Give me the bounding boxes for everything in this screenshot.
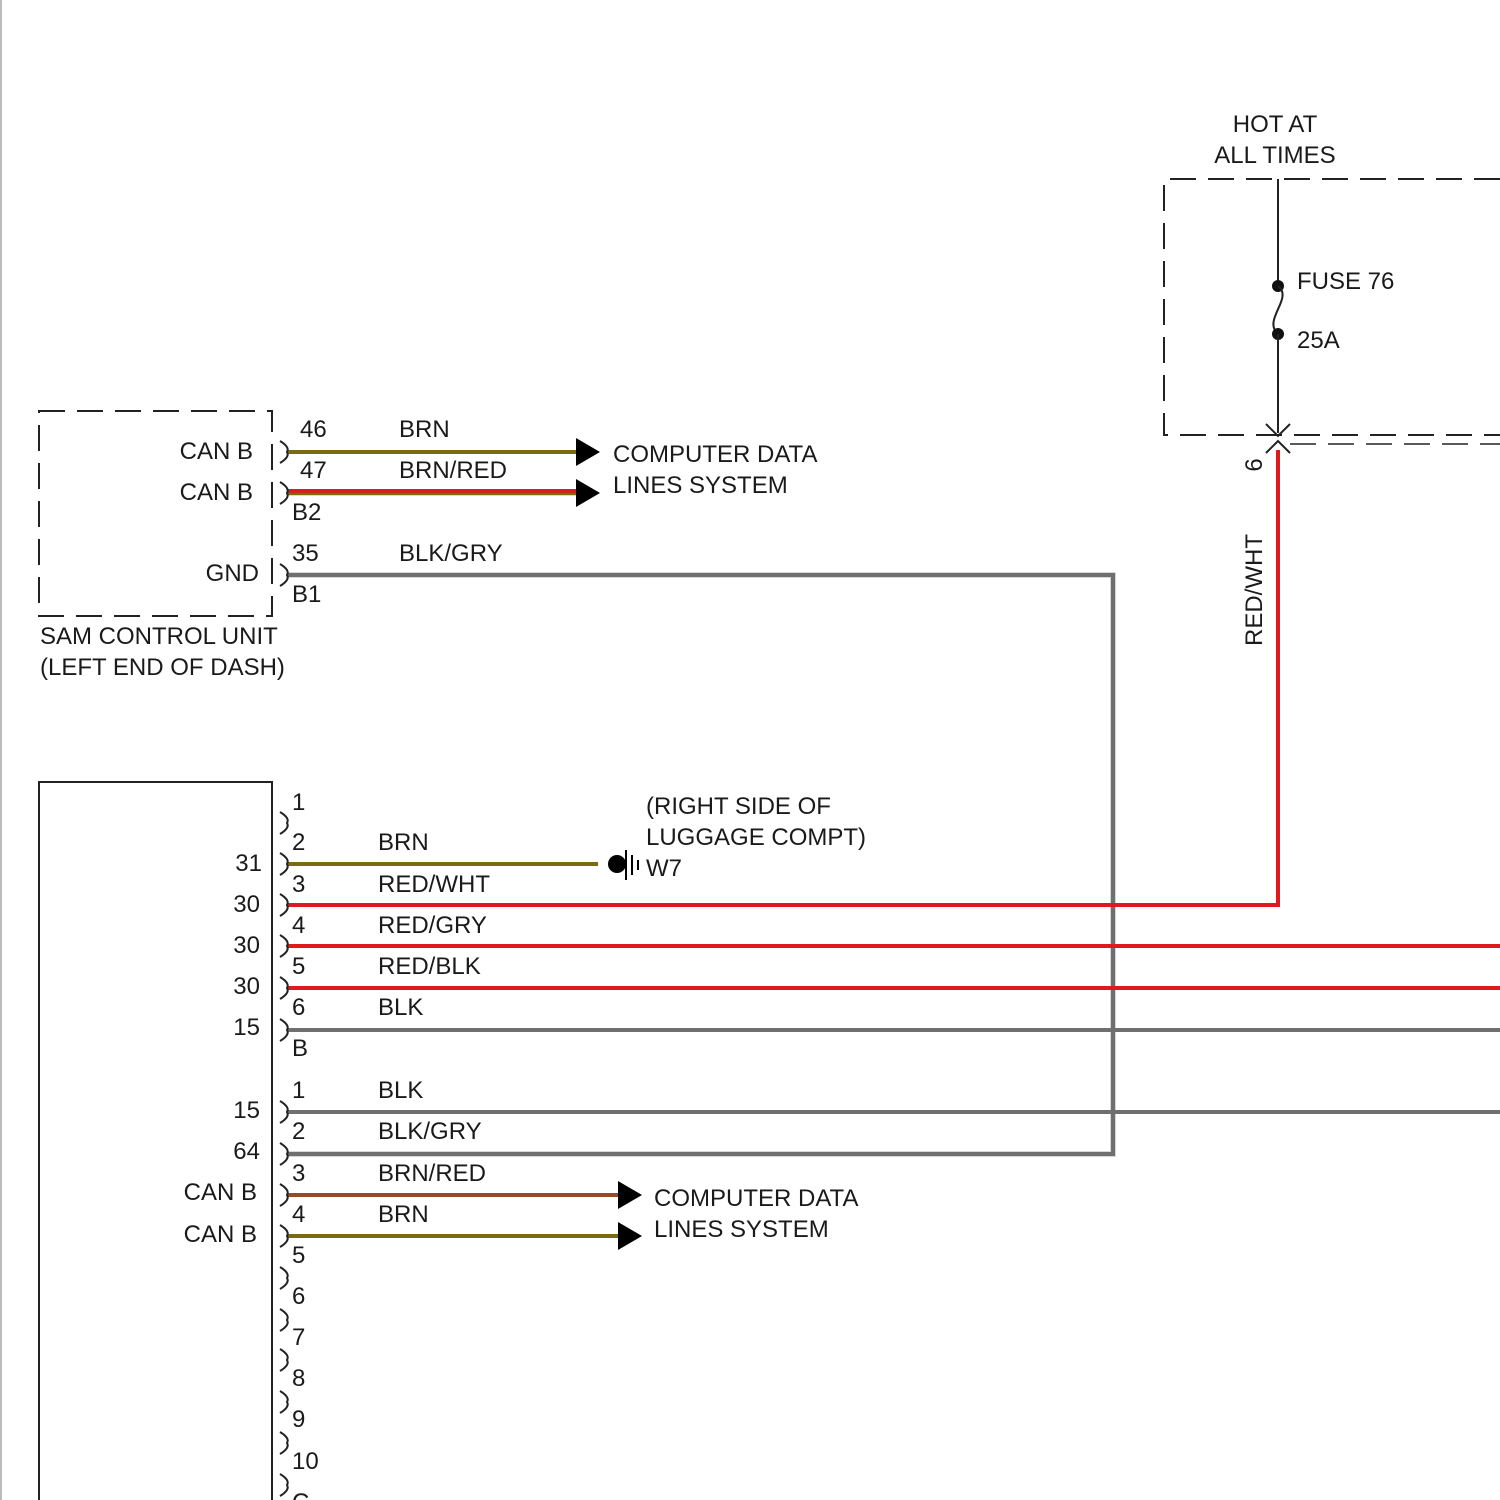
module-pin-label-30-b: 30: [233, 932, 260, 959]
module-pin-label-30-c: 30: [233, 973, 260, 1000]
module-b-pin-3: 3: [292, 871, 305, 898]
module-pin-label-15-a: 15: [233, 1014, 260, 1041]
module-pin-label-can-b-1: CAN B: [184, 1179, 257, 1206]
sam-pin-label-gnd: GND: [206, 560, 259, 587]
wire-sam-brn-red: [287, 491, 578, 494]
sam-title-line1: SAM CONTROL UNIT: [40, 623, 278, 650]
module-c-pin-1: 1: [292, 1077, 305, 1104]
module-c-pin-2: 2: [292, 1118, 305, 1145]
module-wire-label-blk-gry: BLK/GRY: [378, 1118, 482, 1145]
module-pin-labels: 31 30 30 30 15 15 64 CAN B CAN B: [184, 850, 262, 1248]
ground-location-line1: (RIGHT SIDE OF: [646, 793, 831, 820]
module-pin-label-can-b-2: CAN B: [184, 1221, 257, 1248]
arrow-module-can-b-2-icon: [618, 1222, 642, 1250]
connector-pin-marks: [280, 441, 288, 1496]
module-pin-mark-9: [280, 1184, 288, 1206]
module-pin-mark-4: [280, 935, 288, 957]
module-c-pin-3: 3: [292, 1160, 305, 1187]
module-wire-label-red-gry: RED/GRY: [378, 912, 487, 939]
module-wire-label-brn: BRN: [378, 829, 429, 856]
sam-destination-line1: COMPUTER DATA: [613, 441, 817, 468]
arrow-module-can-b-1-icon: [618, 1181, 642, 1209]
module-c-pin-7: 7: [292, 1324, 305, 1351]
module-wire-label-brn-2: BRN: [378, 1201, 429, 1228]
module-c-pin-4: 4: [292, 1201, 305, 1228]
module-pin-label-15-b: 15: [233, 1097, 260, 1124]
fuse-element-icon: [1273, 286, 1282, 334]
module-pin-mark-13: [280, 1349, 288, 1371]
module-wire-label-blk-1: BLK: [378, 994, 423, 1021]
module-pin-mark-8: [280, 1143, 288, 1165]
fuse-rating: 25A: [1297, 327, 1340, 354]
fuse-name: FUSE 76: [1297, 268, 1394, 295]
module-pin-mark-12: [280, 1309, 288, 1331]
module-wire-label-red-blk: RED/BLK: [378, 953, 481, 980]
module-c-pin-8: 8: [292, 1365, 305, 1392]
sam-pin-number-35: 35: [292, 540, 319, 567]
module-wire-label-blk-2: BLK: [378, 1077, 423, 1104]
module-pin-mark-14: [280, 1391, 288, 1413]
sam-wire-label-brn: BRN: [399, 416, 450, 443]
sam-wire-label-brn-red: BRN/RED: [399, 457, 507, 484]
module-connector-b-name: B: [292, 1035, 308, 1062]
sam-connector-b1: B1: [292, 581, 321, 608]
ground-splice-dot: [608, 855, 626, 873]
module-pin-label-64: 64: [233, 1138, 260, 1165]
module-pin-mark-1: [280, 812, 288, 834]
ground-symbol-icon: [626, 850, 638, 880]
module-pin-mark-7: [280, 1101, 288, 1123]
arrow-sam-can-b-1-icon: [576, 438, 600, 466]
module-destination-line1: COMPUTER DATA: [654, 1185, 858, 1212]
fuse-wire-color-label: RED/WHT: [1241, 534, 1268, 646]
hot-at-all-times-line1: HOT AT: [1233, 111, 1318, 138]
fuse-terminal-number: 6: [1241, 458, 1268, 471]
sam-title-line2: (LEFT END OF DASH): [40, 654, 285, 681]
sam-connector-b2: B2: [292, 499, 321, 526]
fuse-box-outline: [1164, 179, 1500, 435]
module-b-pin-6: 6: [292, 994, 305, 1021]
module-c-pin-6: 6: [292, 1283, 305, 1310]
sam-pin-number-46: 46: [300, 416, 327, 443]
module-pin-mark-15: [280, 1432, 288, 1454]
arrow-sam-can-b-2-icon: [576, 479, 600, 507]
module-b-pin-1: 1: [292, 789, 305, 816]
module-b-pin-4: 4: [292, 912, 305, 939]
module-pin-numbers: 1 2 3 4 5 6 B 1 2 3 4 5 6 7 8 9 10 C: [292, 789, 319, 1500]
sam-pin-mark-2: [280, 482, 288, 504]
hot-at-all-times-line2: ALL TIMES: [1214, 142, 1335, 169]
module-wire-label-red-wht: RED/WHT: [378, 871, 490, 898]
module-destination-line2: LINES SYSTEM: [654, 1216, 829, 1243]
module-pin-label-30-a: 30: [233, 891, 260, 918]
module-pin-mark-3: [280, 894, 288, 916]
sam-pin-label-can-b-2: CAN B: [180, 479, 253, 506]
module-wire-label-brn-red: BRN/RED: [378, 1160, 486, 1187]
sam-pin-number-47: 47: [300, 457, 327, 484]
module-pin-mark-2: [280, 853, 288, 875]
sam-pin-label-can-b-1: CAN B: [180, 438, 253, 465]
module-b-pin-2: 2: [292, 829, 305, 856]
module-pin-mark-6: [280, 1019, 288, 1041]
ground-location-line2: LUGGAGE COMPT): [646, 824, 866, 851]
module-pin-mark-16: [280, 1474, 288, 1496]
module-connector-c-name: C: [292, 1489, 309, 1500]
module-b-pin-5: 5: [292, 953, 305, 980]
sam-pin-mark-3: [280, 564, 288, 586]
ground-id: W7: [646, 855, 682, 882]
module-pin-label-31: 31: [235, 850, 262, 877]
module-pin-mark-5: [280, 977, 288, 999]
module-pin-mark-11: [280, 1267, 288, 1289]
module-c-pin-9: 9: [292, 1406, 305, 1433]
sam-wire-label-blk-gry: BLK/GRY: [399, 540, 503, 567]
module-c-pin-10: 10: [292, 1448, 319, 1475]
sam-destination-line2: LINES SYSTEM: [613, 472, 788, 499]
module-pin-mark-10: [280, 1225, 288, 1247]
sam-pin-mark-1: [280, 441, 288, 463]
module-c-pin-5: 5: [292, 1242, 305, 1269]
